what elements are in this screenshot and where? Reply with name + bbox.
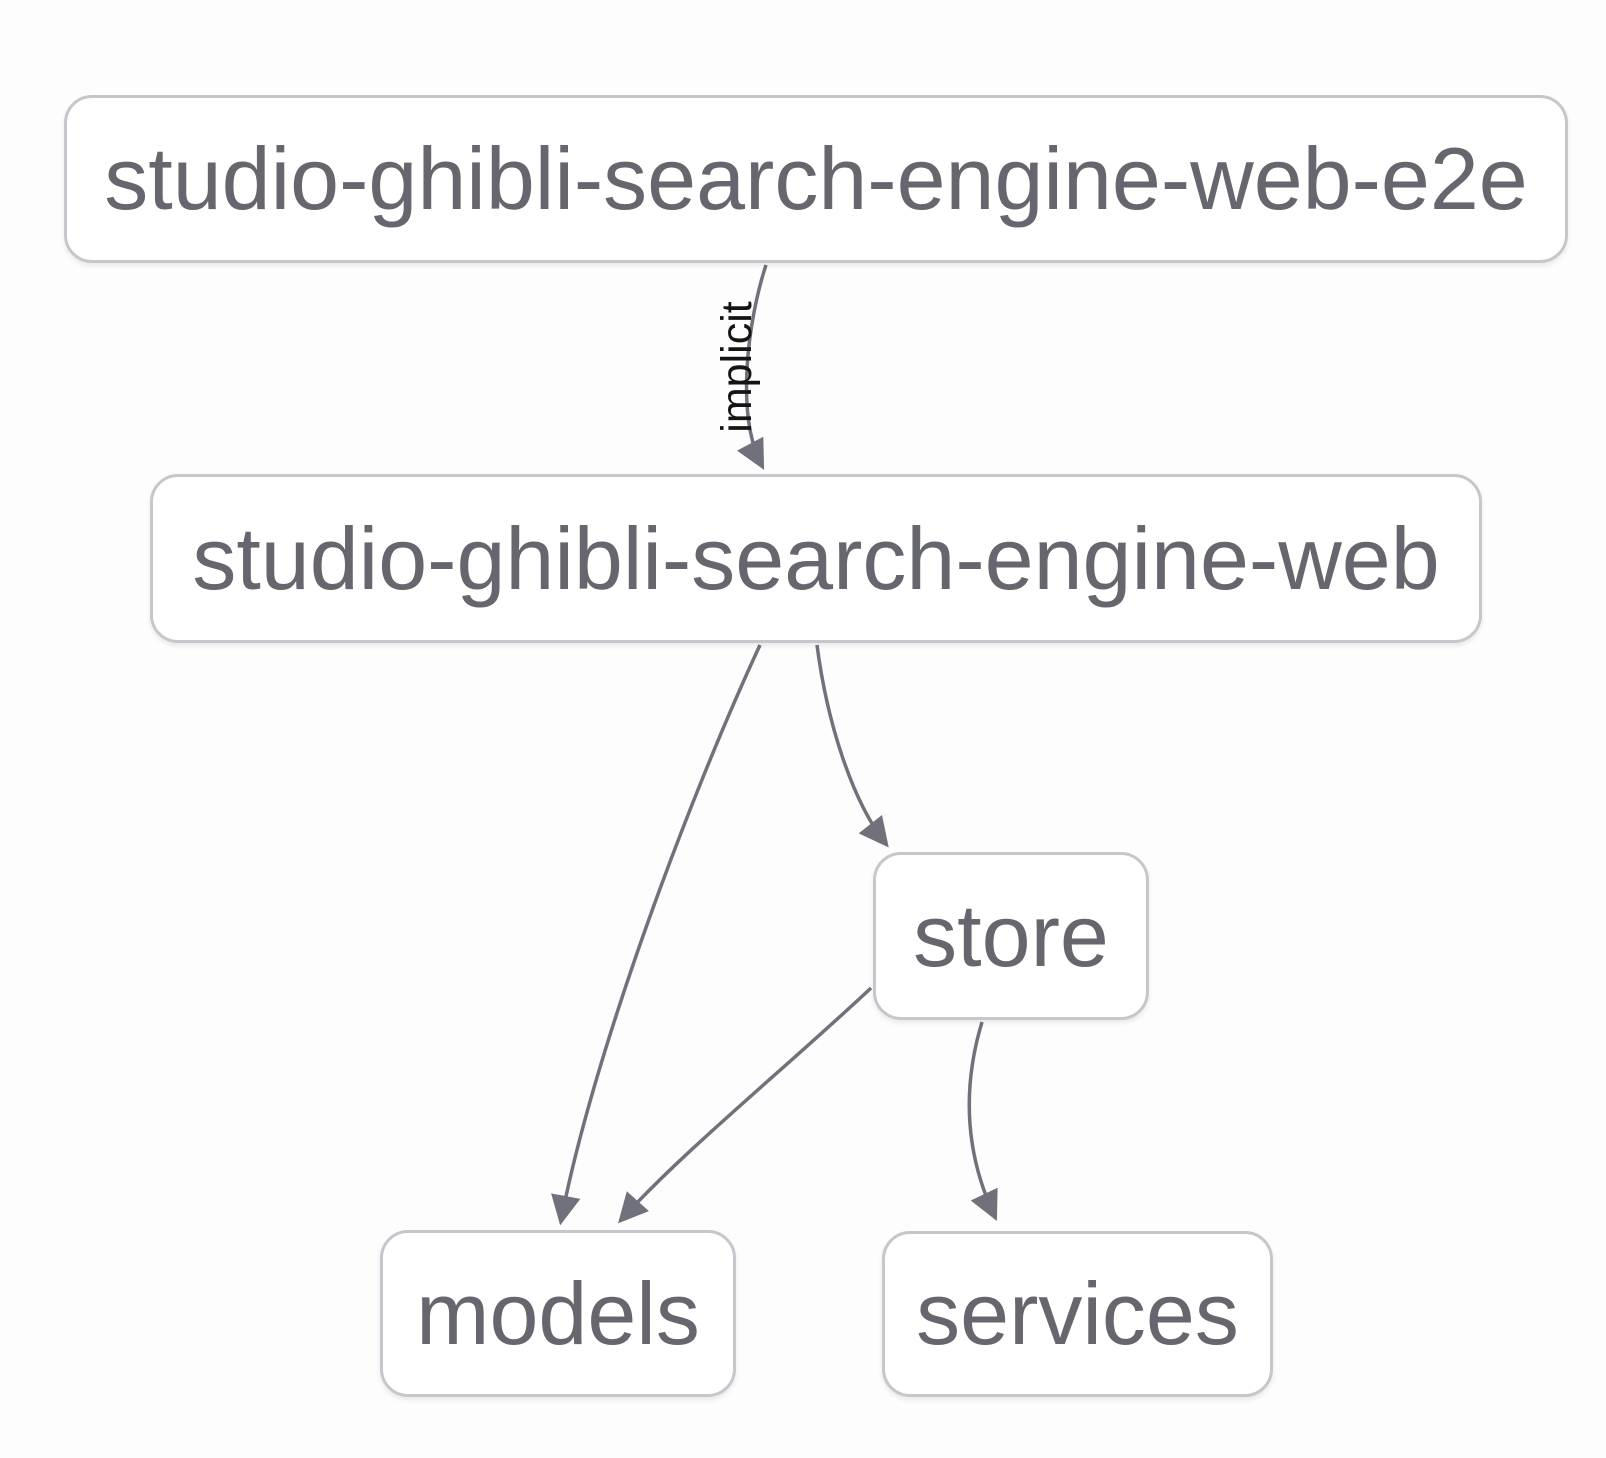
node-models[interactable]: models	[380, 1230, 736, 1397]
node-label-studio-ghibli-search-engine-web-e2e: studio-ghibli-search-engine-web-e2e	[104, 129, 1528, 228]
node-studio-ghibli-search-engine-web[interactable]: studio-ghibli-search-engine-web	[150, 474, 1482, 643]
edge-web-to-store	[815, 644, 889, 848]
node-label-store: store	[913, 886, 1109, 985]
node-store[interactable]: store	[873, 852, 1149, 1020]
node-label-services: services	[916, 1264, 1239, 1363]
node-services[interactable]: services	[882, 1231, 1273, 1397]
edge-e2e-to-web	[737, 264, 768, 470]
node-label-models: models	[416, 1263, 700, 1363]
edge-store-to-services	[967, 1021, 998, 1222]
edge-store-to-models	[618, 986, 873, 1224]
node-studio-ghibli-search-engine-web-e2e[interactable]: studio-ghibli-search-engine-web-e2e	[64, 95, 1568, 263]
edge-web-to-models	[551, 644, 762, 1226]
node-label-studio-ghibli-search-engine-web: studio-ghibli-search-engine-web	[192, 508, 1440, 608]
edge-label-implicit: implicit	[713, 301, 761, 432]
